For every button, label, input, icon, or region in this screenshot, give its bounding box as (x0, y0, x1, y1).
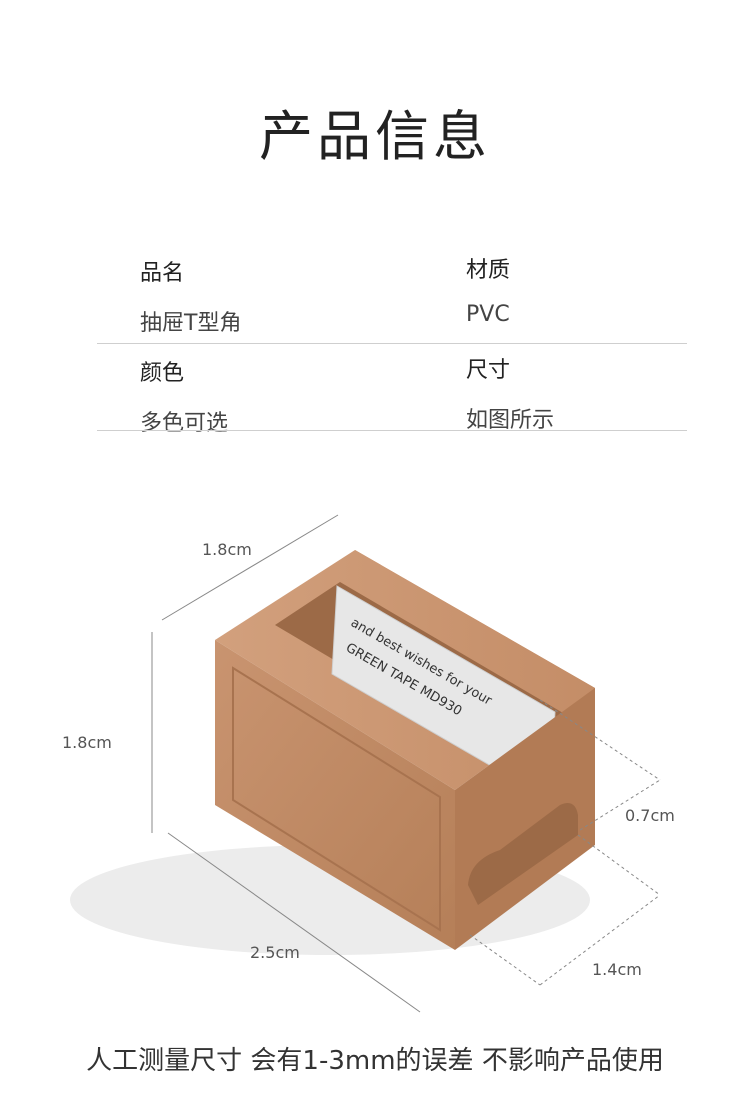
spec-size: 尺寸 如图所示 (466, 352, 554, 434)
spec-size-label: 尺寸 (466, 358, 511, 383)
spec-color-value: 多色可选 (140, 411, 229, 436)
block-front-inset (232, 666, 441, 932)
spec-size-value: 如图所示 (466, 408, 555, 433)
spec-material-label: 材质 (466, 258, 511, 283)
dimension-slot: 0.7cm (625, 806, 675, 825)
spec-color: 颜色 多色可选 (140, 355, 228, 437)
dimension-depth: 1.4cm (592, 960, 642, 979)
dimension-lines (151, 514, 661, 1013)
measurement-note: 人工测量尺寸 会有1-3mm的误差 不影响产品使用 (86, 1046, 664, 1076)
product-image: and best wishes for your GREEN TAPE MD93… (70, 514, 661, 1013)
spec-color-label: 颜色 (140, 361, 185, 386)
spec-name-value: 抽屉T型角 (140, 311, 242, 336)
dimension-height: 1.8cm (62, 733, 112, 752)
block-front-face (215, 640, 455, 950)
divider (97, 430, 687, 431)
spec-material: 材质 PVC (466, 252, 510, 327)
dimension-length: 2.5cm (250, 943, 300, 962)
dimension-top-width: 1.8cm (202, 540, 252, 559)
divider (97, 343, 687, 344)
spec-name-label: 品名 (140, 261, 185, 286)
spec-material-value: PVC (466, 302, 510, 327)
spec-name: 品名 抽屉T型角 (140, 255, 241, 337)
page-title: 产品信息 (259, 105, 491, 168)
t-corner-block: and best wishes for your GREEN TAPE MD93… (215, 550, 595, 950)
block-side-slot (468, 802, 578, 905)
